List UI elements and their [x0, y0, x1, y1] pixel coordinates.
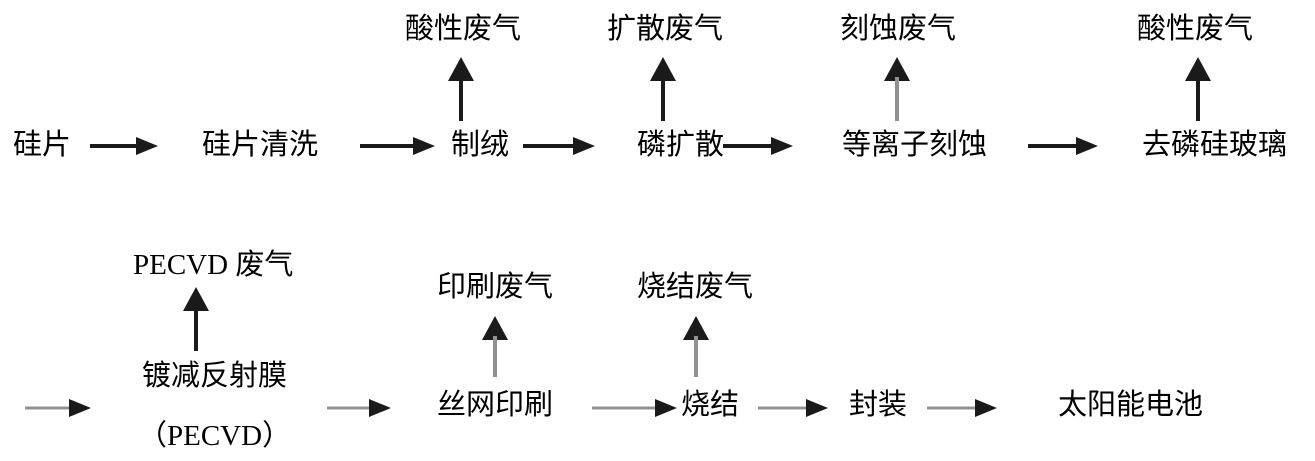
node-encapsulation: 封装: [849, 389, 908, 421]
flow-arrow-icon: [592, 399, 677, 417]
emission-arrow-pecvd-icon: [182, 287, 210, 351]
emission-label-printing-waste-gas: 印刷废气: [437, 271, 554, 303]
flow-arrow-icon: [25, 399, 91, 417]
node-arc-coating-pecvd: （PECVD）: [138, 420, 292, 452]
flow-arrow-icon: [327, 399, 391, 417]
emission-label-pecvd-waste-gas: PECVD 废气: [133, 249, 294, 281]
emission-arrow-etching-icon: [883, 57, 911, 121]
emission-label-sintering-waste-gas: 烧结废气: [637, 271, 754, 303]
node-sintering: 烧结: [681, 389, 740, 421]
emission-label-etching-waste-gas: 刻蚀废气: [840, 13, 957, 45]
emission-label-acid-waste-gas-1: 酸性废气: [405, 13, 522, 45]
emission-arrow-sintering-icon: [682, 316, 710, 377]
node-texturing: 制绒: [451, 129, 510, 161]
flow-arrow-icon: [1028, 137, 1098, 155]
flow-arrow-icon: [927, 399, 997, 417]
flow-arrow-icon: [90, 137, 158, 155]
emission-arrow-printing-icon: [481, 316, 509, 377]
emission-arrow-psg-removal-icon: [1184, 57, 1212, 121]
flow-arrow-icon: [758, 399, 828, 417]
emission-arrow-diffusion-icon: [649, 57, 677, 121]
emission-label-acid-waste-gas-2: 酸性废气: [1137, 13, 1254, 45]
node-phosphorus-diffusion: 磷扩散: [637, 129, 725, 161]
emission-arrow-texturing-icon: [447, 57, 475, 121]
node-wafer-cleaning: 硅片清洗: [202, 129, 319, 161]
node-screen-printing: 丝网印刷: [437, 389, 554, 421]
node-silicon-wafer: 硅片: [13, 129, 72, 161]
node-plasma-etching: 等离子刻蚀: [842, 129, 988, 161]
flow-arrow-icon: [360, 137, 435, 155]
node-arc-coating: 镀减反射膜: [142, 360, 288, 392]
flow-arrow-icon: [723, 137, 793, 155]
flow-arrow-icon: [523, 137, 595, 155]
node-psg-removal: 去磷硅玻璃: [1142, 129, 1288, 161]
emission-label-diffusion-waste-gas: 扩散废气: [607, 13, 724, 45]
node-solar-cell: 太阳能电池: [1058, 389, 1204, 421]
